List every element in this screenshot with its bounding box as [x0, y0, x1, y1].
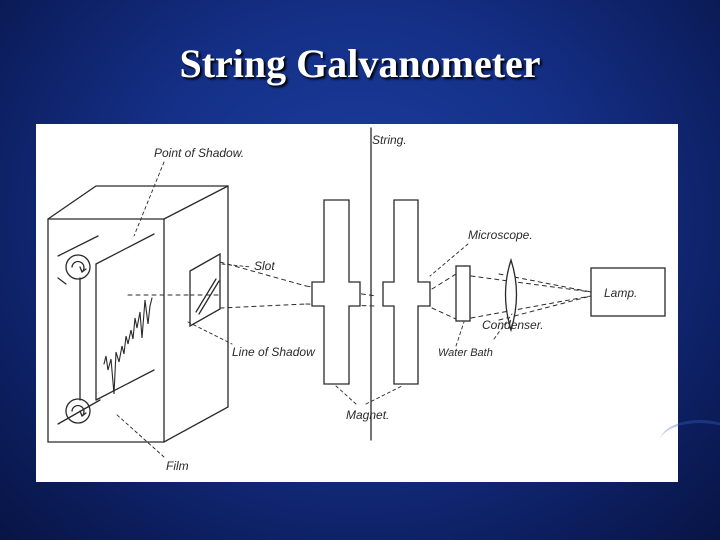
slide-title: String Galvanometer [179, 41, 541, 86]
label-line-of-shadow: Line of Shadow [232, 345, 316, 359]
upper-spool [65, 254, 91, 280]
label-point-of-shadow: Point of Shadow. [154, 146, 244, 160]
label-microscope: Microscope. [468, 228, 533, 242]
decorative-swoosh [660, 420, 720, 463]
water-bath [455, 265, 471, 322]
lamp-housing [590, 267, 666, 317]
string-galvanometer-diagram: Point of Shadow. String. Slot Microscope… [47, 127, 666, 473]
label-condenser: Condenser. [482, 318, 544, 332]
condenser-lens [504, 257, 518, 333]
magnet-pole-right [382, 199, 431, 385]
magnet-pole-left [311, 199, 361, 385]
label-slot: Slot [254, 259, 275, 273]
label-lamp: Lamp. [604, 286, 637, 300]
label-water-bath: Water Bath [438, 347, 493, 359]
film-trace [103, 297, 153, 395]
diagram-panel: Point of Shadow. String. Slot Microscope… [36, 124, 678, 482]
camera-box [47, 185, 229, 443]
label-film: Film [166, 459, 189, 473]
leader-lines [115, 161, 513, 458]
lower-spool [65, 398, 91, 424]
film-strip [57, 233, 155, 425]
label-magnet: Magnet. [346, 408, 389, 422]
label-string: String. [372, 133, 407, 147]
